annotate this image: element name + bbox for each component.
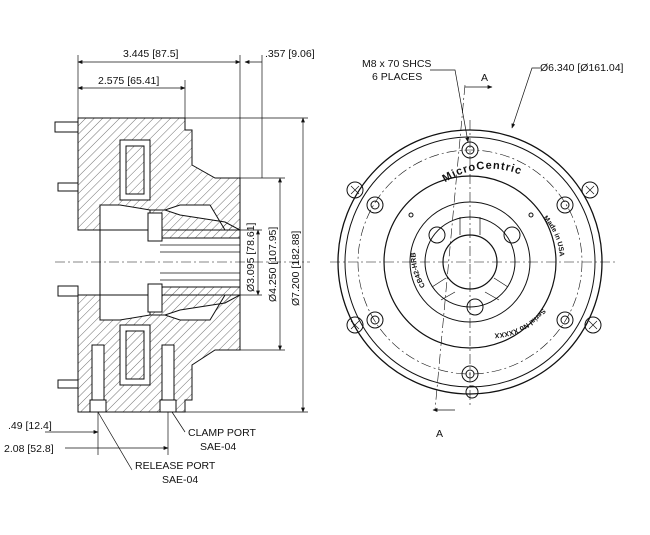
dim-d-outer: Ø7.200 [182.88] [290,231,302,306]
dim-d-pilot: Ø4.250 [107.95] [267,227,279,302]
serial-engraving: Serial No XXXXX [494,307,546,338]
dim-body-length: 2.575 [65.41] [98,75,159,87]
made-in-engraving: Made in USA [542,215,565,257]
clamp-port-spec: SAE-04 [200,441,236,453]
hex-sockets [346,181,602,399]
collet-upper [149,209,241,239]
dim-overall-length: 3.445 [87.5] [123,48,179,60]
section-mark-top: A [481,72,488,84]
front-view: A A M8 x 70 SHCS 6 PLACES Ø6.340 [Ø161.0… [330,58,624,440]
bolt-callout: M8 x 70 SHCS [362,58,431,70]
collet-lower [149,286,241,316]
section-line [434,84,466,411]
port-fittings [89,344,177,413]
dim-face-offset: .357 [9.06] [265,48,315,60]
model-engraving: CB42-HRB [410,252,426,288]
side-section-view: 3.445 [87.5] .357 [9.06] 2.575 [65.41] Ø… [4,48,315,486]
collet-bore [99,229,241,296]
clamp-port-label: CLAMP PORT [188,427,256,439]
mounting-bolt-studs [54,121,79,389]
housing-upper [77,117,241,231]
dim-port-offset-1: .49 [12.4] [8,420,52,432]
release-port-spec: SAE-04 [162,474,198,486]
collet-jaw-upper [147,212,163,242]
bolt-circle-dim: Ø6.340 [Ø161.04] [540,62,624,74]
release-port-label: RELEASE PORT [135,460,216,472]
dim-port-offset-2: 2.08 [52.8] [4,443,54,455]
collet-jaw-lower [147,283,163,313]
bolt-callout-qty: 6 PLACES [372,71,422,83]
brand-engraving: MicroCentric [440,160,524,185]
section-mark-bottom: A [436,428,443,440]
dim-d-bore: Ø3.095 [78.61] [245,222,257,292]
